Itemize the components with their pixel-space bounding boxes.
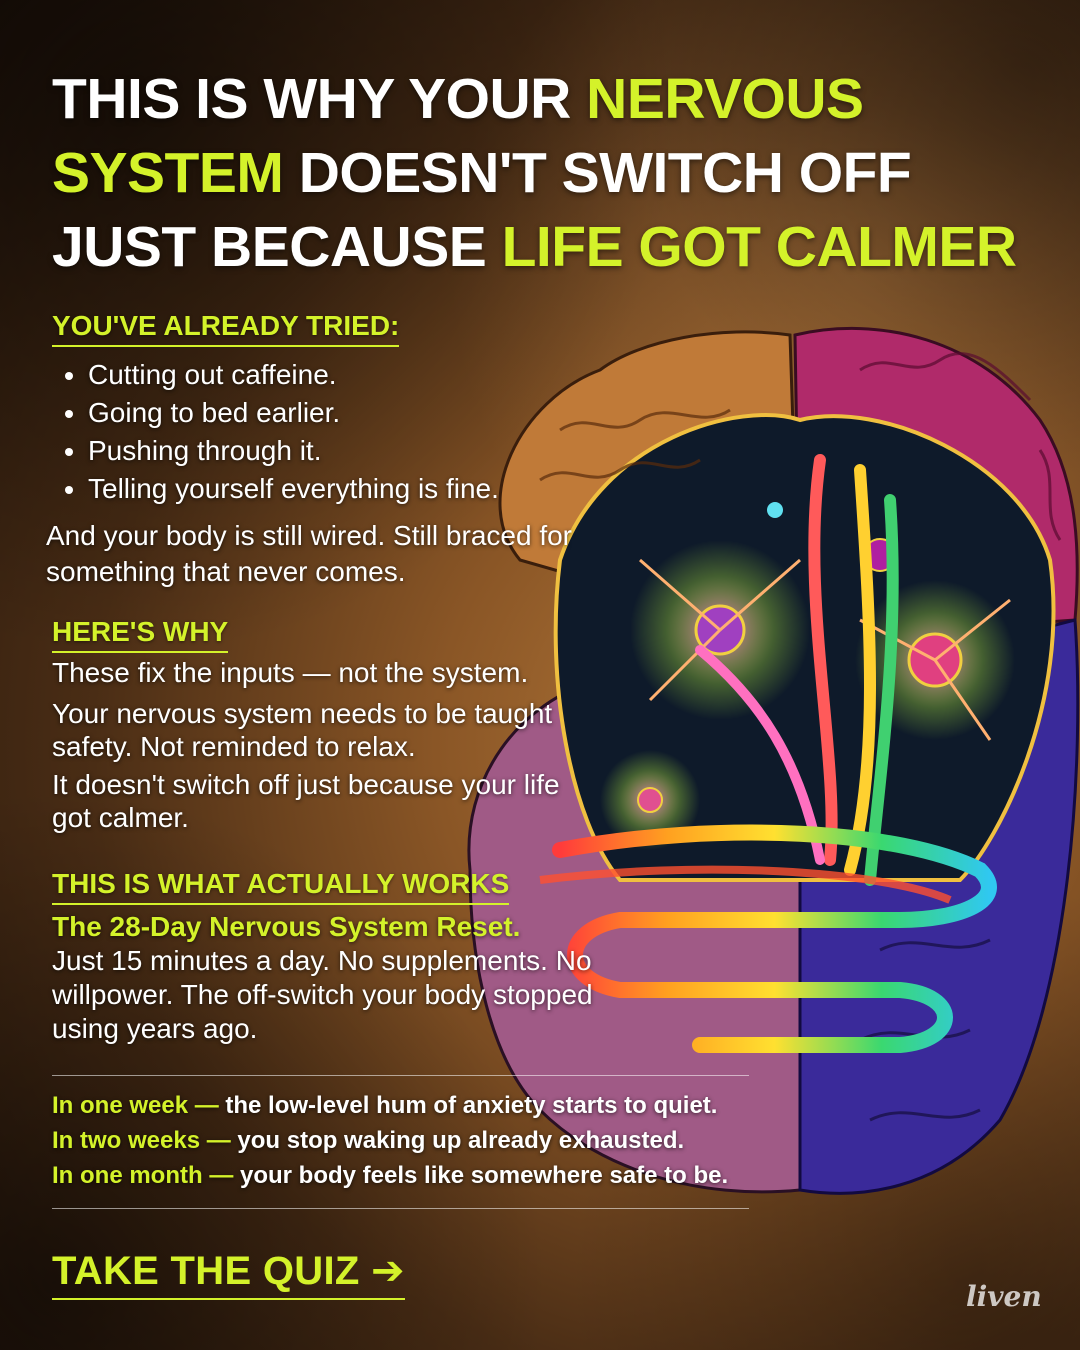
timeline-item: In one month — your body feels like some… bbox=[52, 1158, 728, 1193]
timeline-list: In one week — the low-level hum of anxie… bbox=[52, 1088, 728, 1193]
timeline-text: the low-level hum of anxiety starts to q… bbox=[218, 1092, 718, 1119]
tried-list: Cutting out caffeine. Going to bed earli… bbox=[60, 356, 499, 508]
headline: THIS IS WHY YOUR NERVOUS SYSTEM DOESN'T … bbox=[52, 62, 1052, 284]
why-heading: HERE'S WHY bbox=[52, 616, 229, 653]
works-heading: THIS IS WHAT ACTUALLY WORKS bbox=[52, 868, 510, 905]
headline-highlight-life-calmer: LIFE GOT CALMER bbox=[501, 215, 1017, 279]
take-quiz-button[interactable]: TAKE THE QUIZ ➔ bbox=[52, 1248, 405, 1300]
headline-highlight-nervous-system: NERVOUS SYSTEM bbox=[52, 67, 864, 205]
divider-top bbox=[52, 1075, 749, 1076]
headline-part1: THIS IS WHY YOUR bbox=[52, 67, 587, 131]
why-paragraph-1: These fix the inputs — not the system. bbox=[52, 657, 529, 688]
headline-part3: DOESN'T SWITCH OFF JUST BECAUSE bbox=[52, 141, 912, 279]
timeline-text: your body feels like somewhere safe to b… bbox=[233, 1162, 729, 1189]
divider-bottom bbox=[52, 1208, 749, 1209]
program-name: The 28-Day Nervous System Reset. bbox=[52, 911, 521, 942]
list-item: Cutting out caffeine. bbox=[88, 356, 499, 394]
list-item: Telling yourself everything is fine. bbox=[88, 470, 499, 508]
list-item: Pushing through it. bbox=[88, 432, 499, 470]
arrow-right-icon: ➔ bbox=[371, 1249, 405, 1293]
liven-logo: liven bbox=[966, 1280, 1042, 1313]
program-description: Just 15 minutes a day. No supplements. N… bbox=[52, 945, 593, 1044]
timeline-when: In one week — bbox=[52, 1092, 219, 1119]
why-paragraph-3: It doesn't switch off just because your … bbox=[52, 769, 560, 833]
tried-after-text: And your body is still wired. Still brac… bbox=[46, 520, 572, 587]
why-paragraph-2: Your nervous system needs to be taught s… bbox=[52, 698, 553, 762]
timeline-text: you stop waking up already exhausted. bbox=[230, 1127, 685, 1154]
timeline-item: In two weeks — you stop waking up alread… bbox=[52, 1123, 728, 1158]
timeline-item: In one week — the low-level hum of anxie… bbox=[52, 1088, 728, 1123]
cta-label: TAKE THE QUIZ bbox=[52, 1249, 360, 1293]
list-item: Going to bed earlier. bbox=[88, 394, 499, 432]
tried-heading: YOU'VE ALREADY TRIED: bbox=[52, 310, 400, 347]
timeline-when: In one month — bbox=[52, 1162, 234, 1189]
timeline-when: In two weeks — bbox=[52, 1127, 231, 1154]
